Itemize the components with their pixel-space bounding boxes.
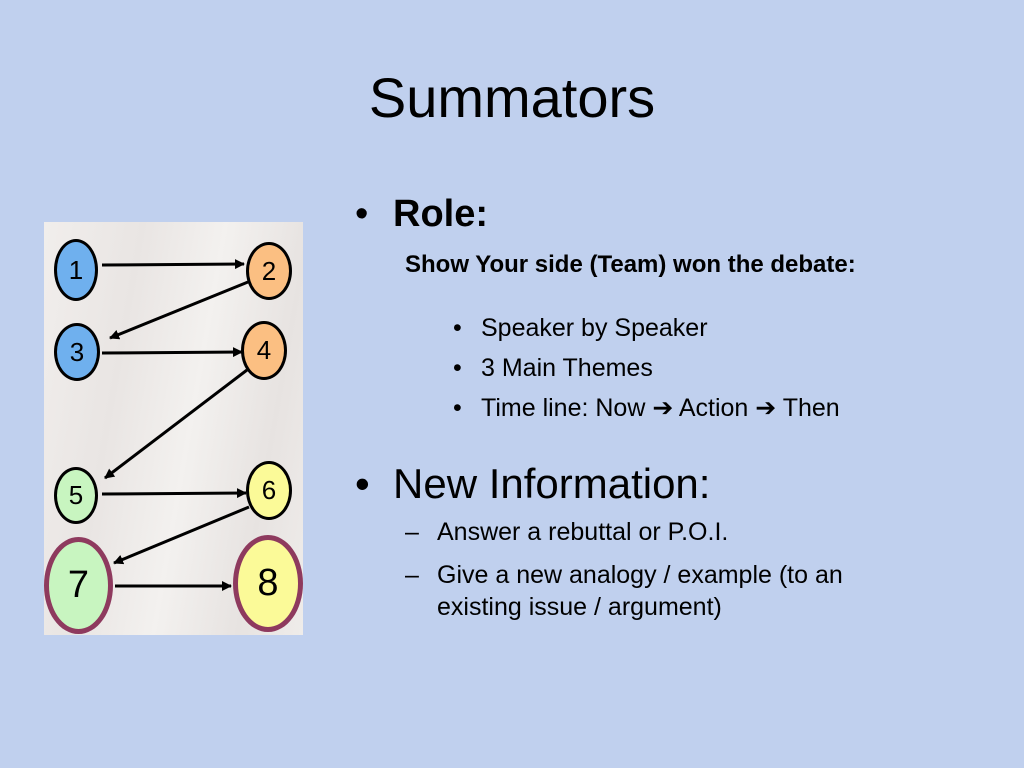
slide-title: Summators bbox=[368, 66, 656, 129]
bullet-dot: • bbox=[453, 354, 462, 382]
new-information-label: New Information: bbox=[393, 460, 711, 507]
new-information-list: –Answer a rebuttal or P.O.I. –Give a new… bbox=[405, 516, 925, 634]
speaker-node-2: 2 bbox=[246, 242, 292, 300]
speaker-node-label: 8 bbox=[257, 562, 279, 604]
list-item: –Give a new analogy / example (to an exi… bbox=[405, 561, 843, 621]
arrow-layer bbox=[101, 259, 250, 591]
bullet-dot: • bbox=[355, 193, 369, 235]
speaker-node-label: 6 bbox=[261, 475, 277, 505]
speaker-node-1: 1 bbox=[54, 239, 98, 301]
list-item: •Speaker by Speaker bbox=[453, 308, 840, 348]
speaker-node-6: 6 bbox=[246, 461, 292, 520]
list-item: –Answer a rebuttal or P.O.I. bbox=[405, 518, 729, 546]
speaker-node-3: 3 bbox=[54, 323, 100, 381]
role-label: Role: bbox=[393, 193, 488, 235]
arrow-5-to-6 bbox=[101, 488, 247, 499]
arrow-1-to-2 bbox=[101, 259, 245, 270]
speaker-node-7: 7 bbox=[44, 537, 113, 634]
new-information-bullet: • New Information: bbox=[355, 458, 710, 510]
role-bullet: • Role: bbox=[355, 190, 488, 238]
arrow-2-to-3 bbox=[109, 280, 249, 340]
speaker-node-label: 7 bbox=[67, 564, 90, 606]
arrow-6-to-7 bbox=[113, 505, 250, 565]
speaker-node-label: 5 bbox=[68, 480, 84, 510]
speaker-node-5: 5 bbox=[54, 467, 98, 524]
dash-marker: – bbox=[405, 518, 419, 546]
list-item: •Time line: Now ➔ Action ➔ Then bbox=[453, 388, 840, 428]
speaker-node-label: 1 bbox=[68, 254, 84, 285]
speaker-node-label: 4 bbox=[256, 335, 272, 365]
bullet-dot: • bbox=[355, 460, 370, 507]
speaker-order-diagram: 1 2 3 4 5 6 7 8 bbox=[44, 222, 303, 635]
speaker-node-8: 8 bbox=[233, 535, 303, 632]
dash-marker: – bbox=[405, 561, 419, 589]
bullet-dot: • bbox=[453, 394, 462, 422]
role-subheading: Show Your side (Team) won the debate: bbox=[405, 251, 856, 278]
list-item: •3 Main Themes bbox=[453, 348, 840, 388]
bullet-dot: • bbox=[453, 314, 462, 342]
arrow-4-to-5 bbox=[104, 368, 248, 480]
speaker-node-label: 3 bbox=[69, 336, 85, 367]
speaker-node-4: 4 bbox=[241, 321, 287, 380]
role-list: •Speaker by Speaker •3 Main Themes •Time… bbox=[453, 308, 840, 428]
speaker-node-label: 2 bbox=[261, 255, 277, 286]
arrow-3-to-4 bbox=[101, 347, 243, 358]
